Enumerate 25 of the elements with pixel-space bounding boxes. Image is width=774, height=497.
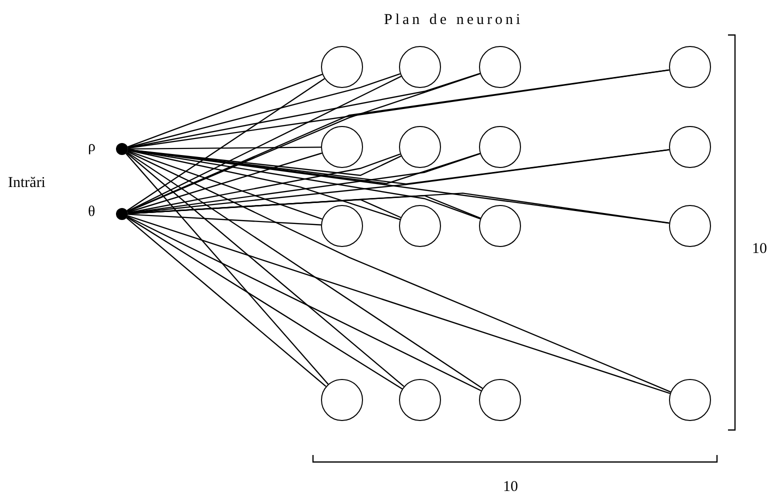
connection-line [128, 214, 322, 226]
connection-line [128, 215, 670, 394]
connection-line [128, 73, 400, 148]
input-symbol: ρ [88, 140, 96, 155]
connection-line [128, 69, 670, 149]
connection-line [127, 76, 402, 212]
dimension-label: 10 [503, 478, 518, 497]
connection-line [128, 72, 480, 148]
connection-line [127, 74, 323, 148]
connection-line [126, 78, 325, 212]
connection-line [128, 150, 400, 220]
input-symbol: θ [88, 205, 96, 220]
connection-line [127, 216, 482, 392]
inputs-label: Intrări [8, 174, 46, 193]
connection-line [126, 152, 483, 389]
connection-line [126, 152, 404, 387]
connection-line [128, 154, 400, 214]
connection-line [126, 153, 329, 385]
title: Plan de neuroni [384, 11, 524, 30]
connection-line [127, 69, 670, 212]
connection-line [128, 146, 321, 150]
connection-line [126, 216, 402, 390]
dimension-label: 10 [752, 240, 767, 259]
connection-line [126, 217, 326, 387]
connection-line [127, 151, 671, 392]
